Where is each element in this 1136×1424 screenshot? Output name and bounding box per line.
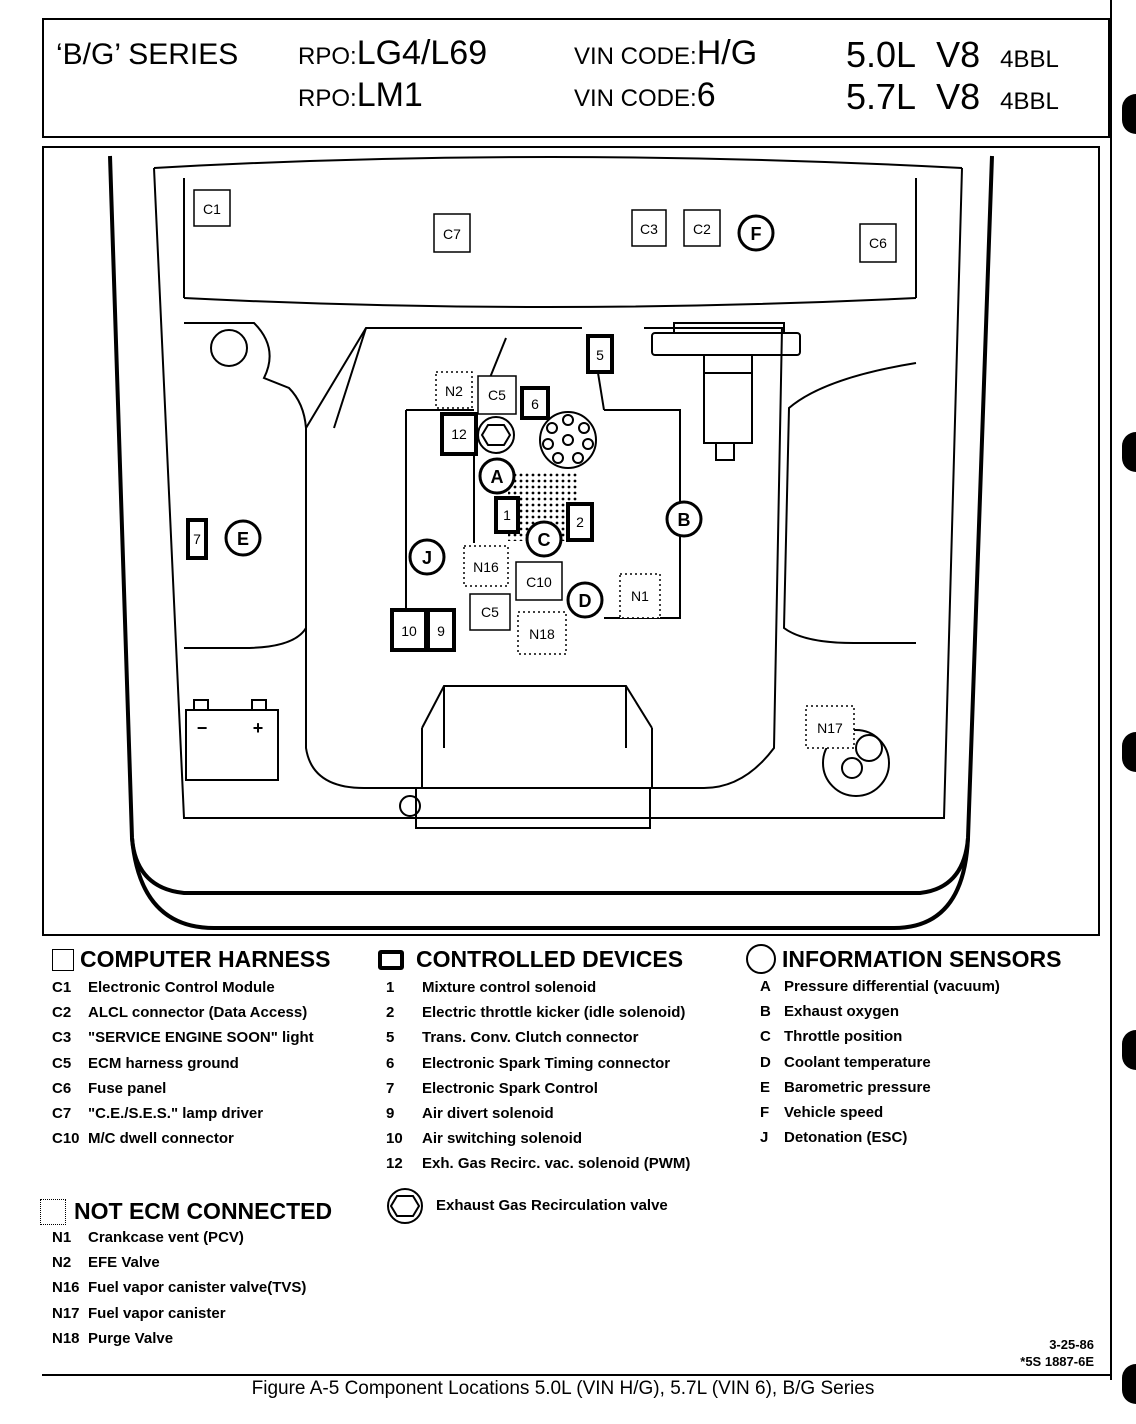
label-c6: C6 xyxy=(869,235,887,251)
doc-reference: 3-25-86 *5S 1887-6E xyxy=(1020,1336,1094,1370)
label-n17: N17 xyxy=(817,720,843,736)
label-c2: C2 xyxy=(693,221,711,237)
right-edge-line xyxy=(1110,0,1112,1380)
doc-date: 3-25-86 xyxy=(1049,1337,1094,1352)
harness-box-icon xyxy=(52,948,74,971)
label-e: E xyxy=(237,529,249,549)
label-c10: C10 xyxy=(526,574,552,590)
label-5: 5 xyxy=(596,347,604,363)
diagram-frame xyxy=(42,146,1100,936)
battery-plus: + xyxy=(253,718,264,738)
label-n2: N2 xyxy=(445,383,463,399)
label-12: 12 xyxy=(451,426,467,442)
label-7: 7 xyxy=(193,531,201,547)
label-c1: C1 xyxy=(203,201,221,217)
series-label: ‘B/G’ SERIES xyxy=(56,38,239,71)
label-a: A xyxy=(491,467,504,487)
binder-hole-mark xyxy=(1122,1030,1136,1070)
legend-sensors-title: INFORMATION SENSORS xyxy=(782,945,1062,972)
rpo-line-1: RPO:LG4/L69 xyxy=(298,34,488,72)
label-c3: C3 xyxy=(640,221,658,237)
doc-ref-number: *5S 1887-6E xyxy=(1020,1354,1094,1369)
label-6: 6 xyxy=(531,396,539,412)
label-c5-top: C5 xyxy=(488,387,506,403)
not-ecm-dotted-box-icon xyxy=(40,1198,66,1225)
header-box: ‘B/G’ SERIES RPO:LG4/L69 RPO:LM1 VIN COD… xyxy=(42,18,1110,138)
battery-minus: − xyxy=(197,718,208,738)
binder-hole-mark xyxy=(1122,94,1136,134)
label-10: 10 xyxy=(401,623,417,639)
vin-code-line-1: VIN CODE:H/G xyxy=(574,34,758,72)
legend-egr-row: Exhaust Gas Recirculation valve xyxy=(382,1187,738,1225)
vin-code-line-2: VIN CODE:6 xyxy=(574,76,716,114)
controlled-device-box-icon xyxy=(378,949,404,970)
label-9: 9 xyxy=(437,623,445,639)
egr-valve-icon xyxy=(387,1187,423,1224)
label-j: J xyxy=(422,548,432,568)
binder-hole-mark xyxy=(1122,732,1136,772)
caption-divider xyxy=(42,1374,1110,1376)
label-n18: N18 xyxy=(529,626,555,642)
sensor-circle-icon xyxy=(746,944,776,974)
label-1: 1 xyxy=(503,507,511,523)
binder-hole-mark xyxy=(1122,1364,1136,1404)
label-b: B xyxy=(678,510,691,530)
label-f: F xyxy=(751,224,762,244)
label-n1: N1 xyxy=(631,588,649,604)
legend-not-ecm-title: NOT ECM CONNECTED xyxy=(74,1198,333,1224)
binder-hole-mark xyxy=(1122,432,1136,472)
legend-item: C3"SERVICE ENGINE SOON" light xyxy=(52,1029,314,1047)
label-c7: C7 xyxy=(443,226,461,242)
label-d: D xyxy=(579,591,592,611)
label-c5-bottom: C5 xyxy=(481,604,499,620)
engine-line-2: 5.7L V8 4BBL xyxy=(846,76,1059,117)
legend-controlled-title: CONTROLLED DEVICES xyxy=(416,946,684,972)
legend-item: C7"C.E./S.E.S." lamp driver xyxy=(52,1104,264,1122)
rpo-line-2: RPO:LM1 xyxy=(298,76,423,114)
legend-harness-title: COMPUTER HARNESS xyxy=(80,946,331,972)
label-c: C xyxy=(538,530,551,550)
engine-line-1: 5.0L V8 4BBL xyxy=(846,34,1059,75)
engine-bay-diagram: C1 C7 C3 C2 F C6 N2 C5 6 5 12 A 1 2 C B … xyxy=(108,155,994,930)
label-n16: N16 xyxy=(473,559,499,575)
figure-caption: Figure A-5 Component Locations 5.0L (VIN… xyxy=(251,1378,875,1399)
legend-egr-text: Exhaust Gas Recirculation valve xyxy=(436,1197,668,1214)
label-2: 2 xyxy=(576,514,584,530)
